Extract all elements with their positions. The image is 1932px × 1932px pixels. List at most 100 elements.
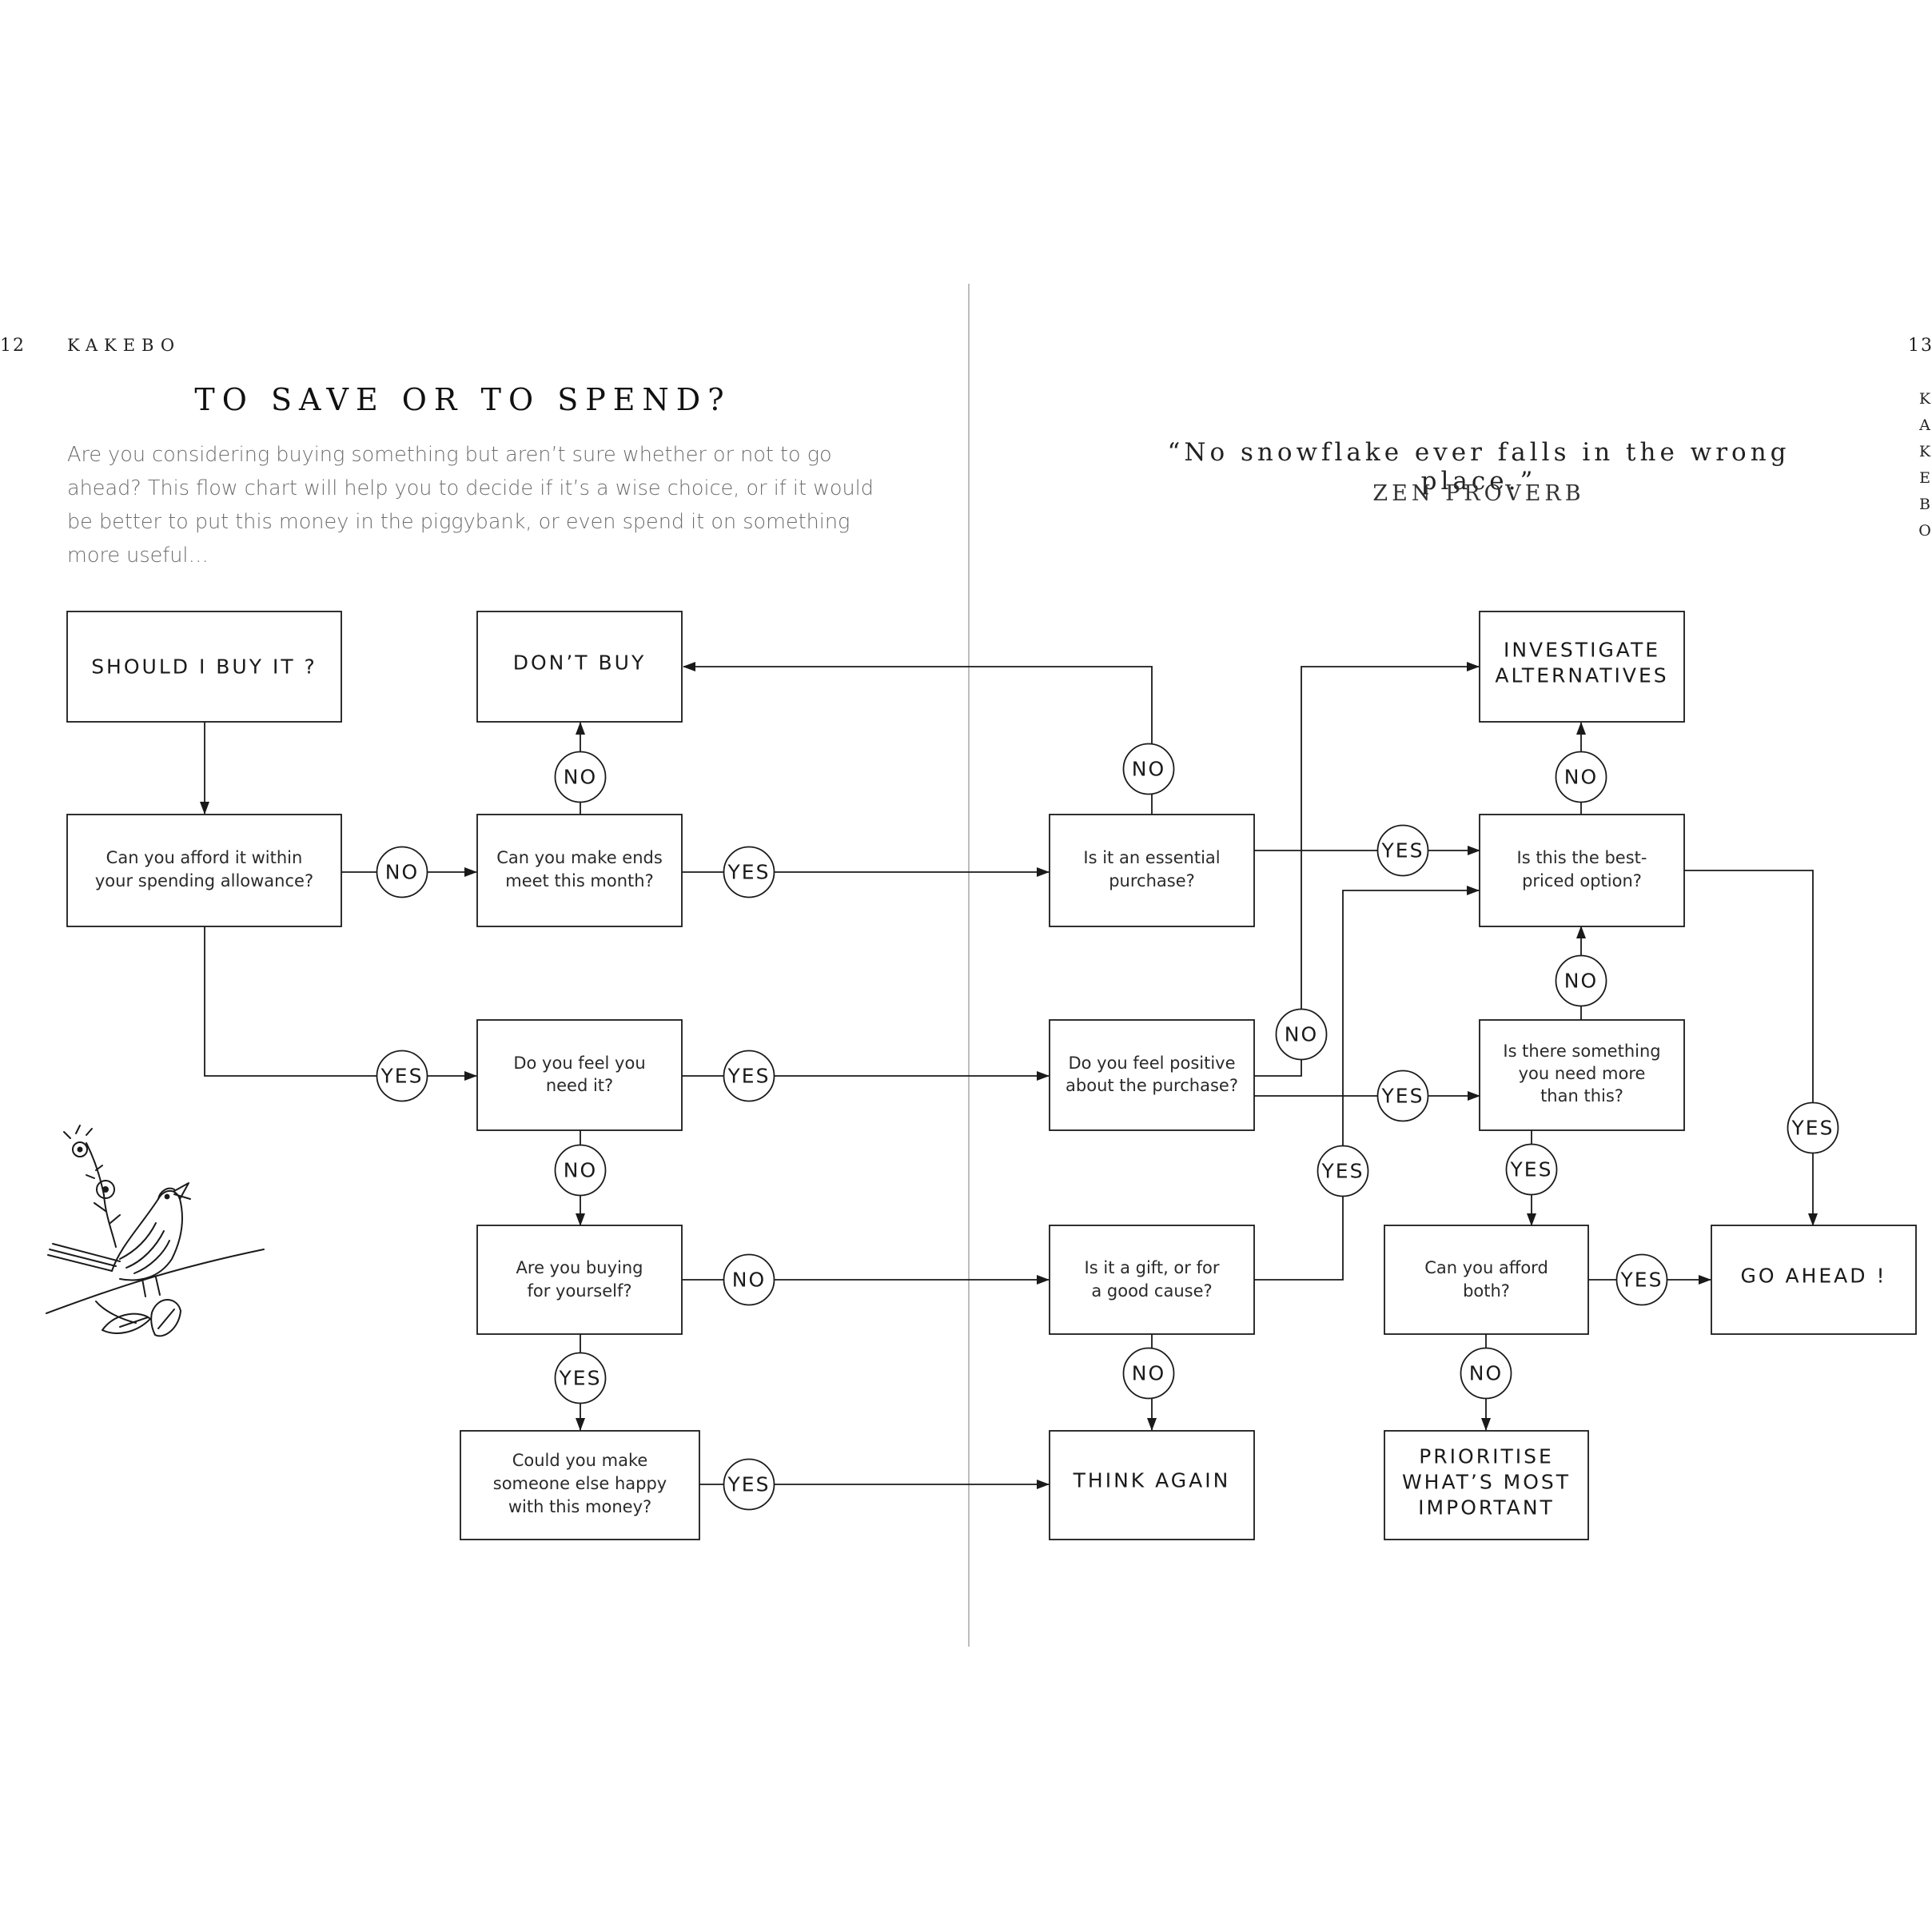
node-label: meet this month?	[505, 871, 654, 890]
node-label: priced option?	[1522, 871, 1642, 890]
node-label: need it?	[546, 1076, 613, 1095]
node-label: than this?	[1540, 1086, 1623, 1105]
node-afford-both: Can you afford both?	[1384, 1225, 1589, 1335]
bubble-no: NO	[1555, 751, 1607, 803]
bubble-label: NO	[732, 1269, 766, 1292]
running-head: KAKEBO	[67, 336, 181, 355]
node-label: Is there something	[1503, 1042, 1660, 1061]
bubble-no: NO	[554, 751, 607, 803]
left-page-number: 12	[0, 336, 26, 356]
right-page-number: 13	[1908, 336, 1932, 356]
node-someone-else-happy: Could you make someone else happy with t…	[460, 1430, 700, 1540]
node-label: Could you make	[512, 1451, 648, 1470]
node-label: WHAT’S MOST	[1402, 1471, 1571, 1494]
flow-connectors	[200, 662, 1818, 1489]
bubble-label: NO	[385, 861, 419, 884]
page-gutter	[968, 284, 970, 1647]
bubble-label: NO	[1564, 766, 1598, 789]
node-label: DON’T BUY	[513, 651, 647, 675]
bubble-label: NO	[1564, 970, 1598, 993]
vertical-letter: O	[1918, 522, 1931, 540]
node-feel-positive: Do you feel positive about the purchase?	[1049, 1019, 1255, 1131]
vertical-letter: K	[1918, 443, 1931, 460]
node-should-buy: SHOULD I BUY IT ?	[66, 611, 342, 723]
edge	[1342, 886, 1480, 1146]
node-label: Is this the best-	[1517, 848, 1647, 867]
bubble-no: NO	[1275, 1008, 1328, 1061]
node-label: GO AHEAD !	[1740, 1265, 1886, 1288]
flow-nodes: SHOULD I BUY IT ? Can you afford it with…	[66, 611, 1917, 1540]
node-gift-cause: Is it a gift, or for a good cause?	[1049, 1225, 1255, 1335]
bubble-yes: YES	[554, 1352, 607, 1404]
bubble-yes: YES	[1376, 824, 1429, 877]
bubble-yes: YES	[1505, 1143, 1558, 1196]
bubble-label: YES	[1381, 839, 1424, 862]
bubble-label: NO	[1132, 1362, 1165, 1385]
node-label: you need more	[1519, 1064, 1646, 1083]
node-label: someone else happy	[493, 1474, 667, 1493]
bubble-label: YES	[1381, 1085, 1424, 1108]
node-go-ahead: GO AHEAD !	[1711, 1225, 1917, 1335]
node-label: Are you buying	[516, 1258, 643, 1277]
bird-on-branch-icon	[46, 1125, 265, 1337]
bubble-no: NO	[723, 1253, 775, 1306]
bubble-label: YES	[1791, 1117, 1834, 1140]
node-label: Can you afford	[1424, 1258, 1548, 1277]
bubble-label: YES	[727, 1065, 771, 1088]
bubble-label: YES	[1620, 1269, 1663, 1292]
edge	[1254, 1197, 1344, 1281]
edge	[1254, 1059, 1302, 1077]
node-label: INVESTIGATE	[1504, 639, 1660, 662]
node-label: Is it an essential	[1083, 848, 1220, 867]
node-label: about the purchase?	[1066, 1076, 1238, 1095]
node-label: Do you feel positive	[1068, 1054, 1235, 1073]
bubble-yes: YES	[723, 846, 775, 898]
bubble-label: NO	[564, 1159, 597, 1182]
bubble-yes: YES	[723, 1050, 775, 1102]
node-afford-allowance: Can you afford it within your spending a…	[66, 814, 342, 927]
node-essential: Is it an essential purchase?	[1049, 814, 1255, 927]
node-label: a good cause?	[1091, 1281, 1212, 1301]
vertical-running-head: K A K E B O	[1916, 386, 1932, 544]
node-make-ends-meet: Can you make ends meet this month?	[476, 814, 683, 927]
bubble-yes: YES	[376, 1050, 428, 1102]
node-label: with this money?	[508, 1497, 651, 1516]
node-label: your spending allowance?	[95, 871, 313, 890]
node-label: THINK AGAIN	[1073, 1469, 1231, 1492]
edge	[1683, 870, 1814, 1103]
node-label: Can you afford it within	[106, 848, 303, 867]
bubble-no: NO	[1555, 954, 1607, 1007]
bubble-label: YES	[1510, 1158, 1553, 1181]
node-feel-need: Do you feel you need it?	[476, 1019, 683, 1131]
bubble-label: NO	[564, 766, 597, 789]
bubble-label: YES	[727, 861, 771, 884]
node-label: for yourself?	[527, 1281, 631, 1301]
node-dont-buy: DON’T BUY	[476, 611, 683, 723]
node-label: both?	[1463, 1281, 1510, 1301]
node-label: IMPORTANT	[1418, 1496, 1555, 1520]
node-label: SHOULD I BUY IT ?	[91, 655, 317, 679]
bubble-label: NO	[1132, 758, 1165, 781]
node-label: Can you make ends	[496, 848, 663, 867]
bubble-label: YES	[1321, 1160, 1364, 1183]
edge	[683, 662, 1153, 743]
bubble-yes: YES	[1317, 1145, 1369, 1197]
bubble-label: YES	[559, 1367, 602, 1390]
bubble-label: YES	[727, 1473, 771, 1496]
bubble-yes: YES	[1376, 1070, 1429, 1122]
bubble-no: NO	[1122, 743, 1175, 795]
vertical-letter: K	[1918, 390, 1931, 408]
bubble-yes: YES	[1615, 1253, 1668, 1306]
node-think-again: THINK AGAIN	[1049, 1430, 1255, 1540]
node-label: ALTERNATIVES	[1495, 664, 1668, 687]
node-label: purchase?	[1109, 871, 1195, 890]
bubble-no: NO	[554, 1144, 607, 1197]
node-investigate: INVESTIGATE ALTERNATIVES	[1479, 611, 1685, 723]
node-label: Do you feel you	[513, 1054, 645, 1073]
vertical-letter: E	[1919, 469, 1930, 487]
node-label: PRIORITISE	[1419, 1445, 1554, 1468]
vertical-letter: A	[1919, 416, 1930, 434]
node-buying-yourself: Are you buying for yourself?	[476, 1225, 683, 1335]
